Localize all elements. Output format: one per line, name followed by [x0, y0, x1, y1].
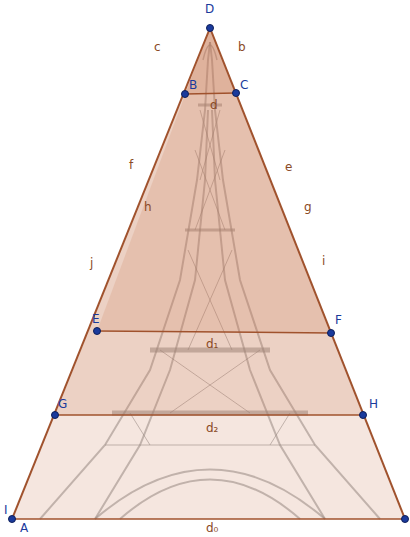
segment-label: b [238, 40, 246, 54]
segment-label: g [304, 200, 312, 214]
segment-label: j [90, 256, 93, 270]
segment-label: c [154, 40, 161, 54]
point-label: D [205, 2, 214, 16]
segment-label: d₀ [206, 521, 218, 535]
segment-label: h [144, 200, 152, 214]
points [9, 25, 409, 523]
segment-label: i [322, 254, 325, 268]
point-label: F [335, 313, 342, 327]
segment-label: d₁ [206, 337, 218, 351]
point-label: H [369, 397, 378, 411]
segment-label: e [285, 160, 292, 174]
regions [12, 28, 405, 519]
segments [12, 28, 405, 519]
point-label: E [92, 312, 100, 326]
point-label: B [189, 78, 197, 92]
segment-label: d₂ [206, 421, 218, 435]
point-label: C [240, 78, 248, 92]
point-label: A [20, 521, 28, 535]
segment-label: d [210, 98, 218, 112]
point-label: G [58, 397, 67, 411]
segment-label: f [129, 158, 133, 172]
point-label: I [4, 503, 8, 517]
